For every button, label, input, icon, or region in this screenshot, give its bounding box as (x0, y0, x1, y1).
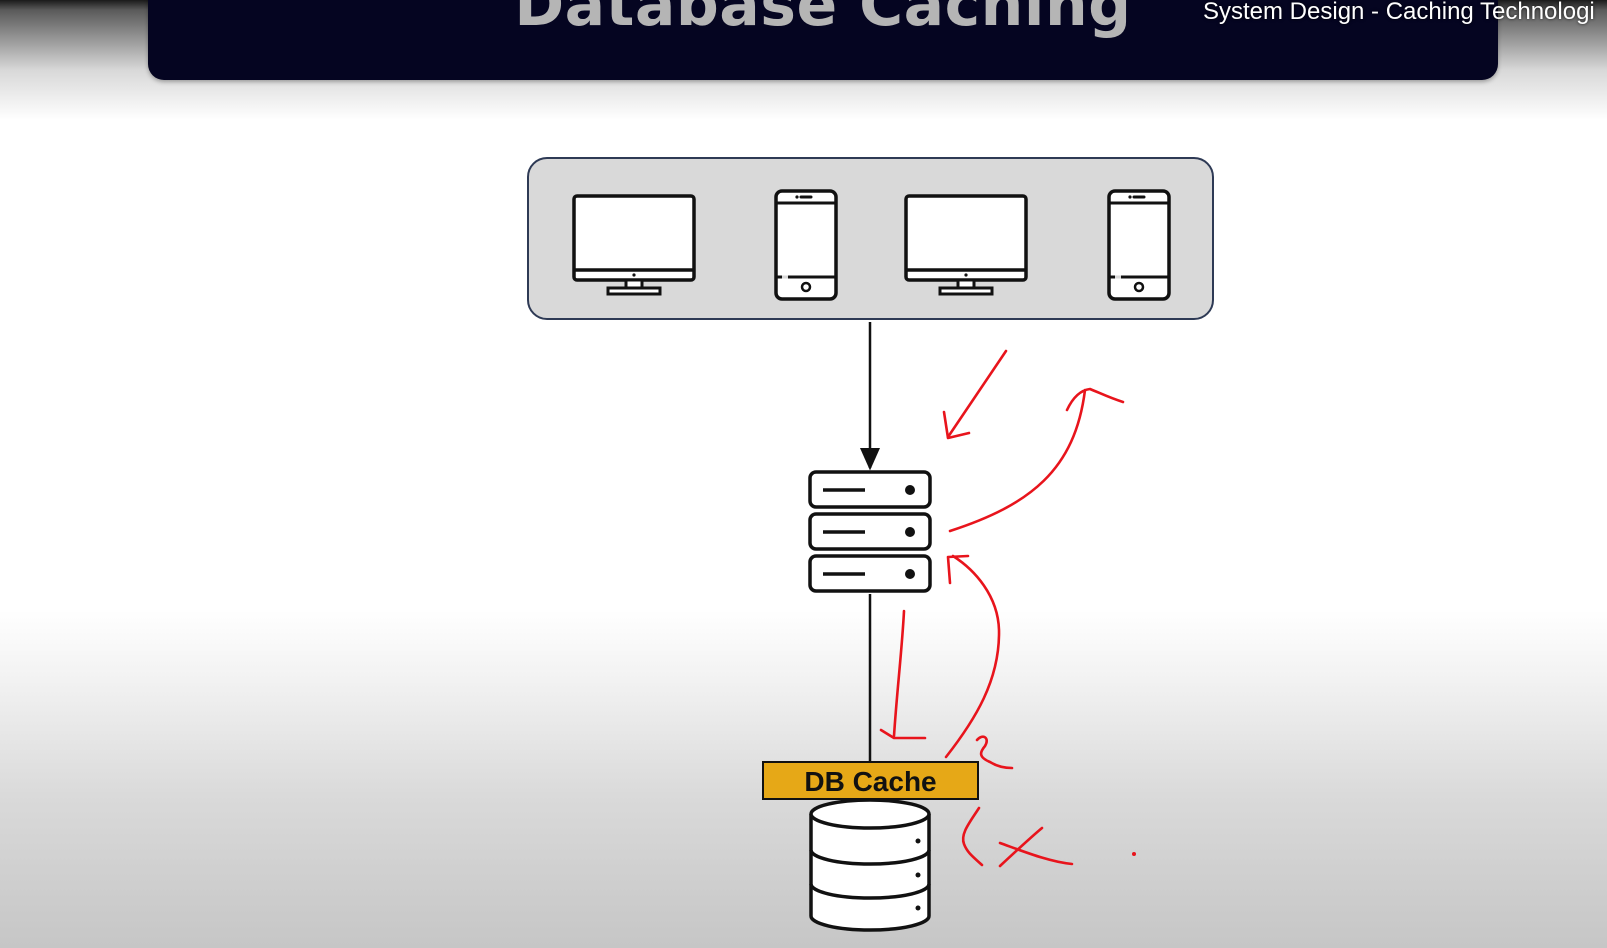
mobile-phone-icon (774, 189, 838, 301)
video-title[interactable]: System Design - Caching Technologi (1203, 0, 1595, 25)
mobile-phone-icon (1107, 189, 1171, 301)
desktop-icon (904, 194, 1028, 296)
slide-title: Database Caching (514, 0, 1132, 40)
clients-group-box (527, 157, 1214, 320)
title-banner: Database Caching (148, 0, 1498, 80)
desktop-icon (572, 194, 696, 296)
db-cache-box: DB Cache (762, 761, 979, 800)
db-cache-label: DB Cache (804, 766, 937, 797)
